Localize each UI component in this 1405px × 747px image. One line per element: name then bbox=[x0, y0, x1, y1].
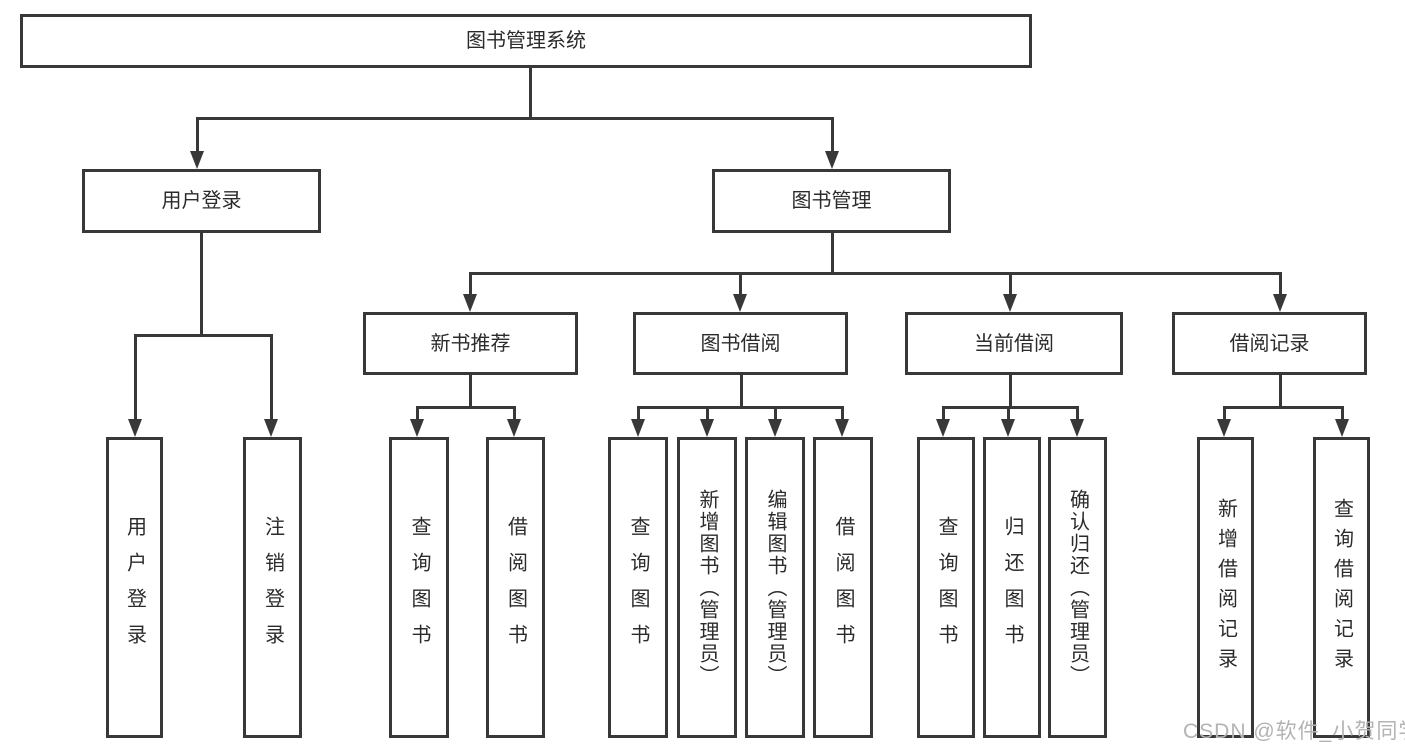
leaf-borrow-books: 借阅图书 bbox=[813, 437, 873, 738]
leaf-label: 查询借阅记录 bbox=[1330, 497, 1353, 678]
leaf-edit-books-admin: 编辑图书（管理员） bbox=[745, 437, 805, 738]
connector-stem bbox=[831, 117, 834, 151]
arrow-down-icon bbox=[631, 419, 645, 437]
node-label: 用户登录 bbox=[161, 190, 242, 212]
connector-branch bbox=[1223, 406, 1344, 409]
node-current-borrowing: 当前借阅 bbox=[905, 312, 1123, 375]
arrow-down-icon bbox=[463, 294, 477, 312]
leaf-add-borrow-record: 新增借阅记录 bbox=[1197, 437, 1254, 738]
connector-level3-branch bbox=[469, 272, 1282, 275]
connector-stem bbox=[1341, 406, 1344, 419]
arrow-down-icon bbox=[700, 419, 714, 437]
node-root-label: 图书管理系统 bbox=[466, 30, 586, 52]
connector-stem bbox=[196, 117, 199, 151]
leaf-label: 查询图书 bbox=[627, 515, 649, 660]
arrow-down-icon bbox=[825, 151, 839, 169]
arrow-down-icon bbox=[1273, 294, 1287, 312]
connector-stem bbox=[270, 334, 273, 419]
leaf-borrow-books: 借阅图书 bbox=[486, 437, 545, 738]
connector-stem bbox=[740, 375, 743, 407]
connector-stem bbox=[831, 233, 834, 274]
connector-stem bbox=[706, 406, 709, 419]
arrow-down-icon bbox=[507, 419, 521, 437]
connector-stem bbox=[739, 272, 742, 294]
connector-stem bbox=[200, 233, 203, 335]
connector-branch bbox=[637, 406, 844, 409]
connector-stem bbox=[469, 272, 472, 294]
connector-stem bbox=[841, 406, 844, 419]
node-root: 图书管理系统 bbox=[20, 14, 1032, 68]
leaf-label: 编辑图书（管理员） bbox=[764, 488, 786, 687]
leaf-query-books: 查询图书 bbox=[917, 437, 975, 738]
leaf-label: 新增借阅记录 bbox=[1214, 497, 1237, 678]
connector-stem bbox=[637, 406, 640, 419]
node-borrowing-record: 借阅记录 bbox=[1172, 312, 1367, 375]
connector-root-trunk bbox=[529, 68, 532, 118]
leaf-label: 新增图书（管理员） bbox=[696, 488, 718, 687]
leaf-query-borrow-record: 查询借阅记录 bbox=[1313, 437, 1370, 738]
node-label: 借阅记录 bbox=[1229, 332, 1310, 355]
arrow-down-icon bbox=[1070, 419, 1084, 437]
arrow-down-icon bbox=[1003, 294, 1017, 312]
connector-branch bbox=[942, 406, 1079, 409]
leaf-return-books: 归还图书 bbox=[983, 437, 1041, 738]
leaf-label: 借阅图书 bbox=[504, 515, 527, 660]
leaf-label: 查询图书 bbox=[408, 515, 430, 660]
node-book-management: 图书管理 bbox=[712, 169, 951, 233]
connector-stem bbox=[1279, 375, 1282, 407]
arrow-down-icon bbox=[835, 419, 849, 437]
node-label: 图书管理 bbox=[791, 190, 872, 212]
leaf-query-books: 查询图书 bbox=[608, 437, 668, 738]
leaf-label: 确认归还（管理员） bbox=[1066, 488, 1089, 687]
connector-stem bbox=[1009, 375, 1012, 407]
arrow-down-icon bbox=[733, 294, 747, 312]
connector-branch bbox=[416, 406, 516, 409]
arrow-down-icon bbox=[128, 419, 142, 437]
connector-stem bbox=[774, 406, 777, 419]
connector-stem bbox=[1076, 406, 1079, 419]
connector-level2-branch bbox=[196, 117, 834, 120]
leaf-label: 用户登录 bbox=[123, 515, 146, 660]
leaf-label: 归还图书 bbox=[1001, 515, 1023, 660]
arrow-down-icon bbox=[1335, 419, 1349, 437]
arrow-down-icon bbox=[1001, 419, 1015, 437]
connector-stem bbox=[1223, 406, 1226, 419]
node-label: 当前借阅 bbox=[974, 332, 1054, 355]
leaf-label: 注销登录 bbox=[261, 515, 284, 660]
connector-stem bbox=[134, 334, 137, 419]
node-new-book-recommend: 新书推荐 bbox=[363, 312, 578, 375]
arrow-down-icon bbox=[936, 419, 950, 437]
connector-stem bbox=[1007, 406, 1010, 419]
arrow-down-icon bbox=[1217, 419, 1231, 437]
leaf-confirm-return-admin: 确认归还（管理员） bbox=[1048, 437, 1107, 738]
leaf-add-books-admin: 新增图书（管理员） bbox=[677, 437, 737, 738]
leaf-label: 借阅图书 bbox=[832, 515, 854, 660]
arrow-down-icon bbox=[264, 419, 278, 437]
connector-branch bbox=[134, 334, 273, 337]
connector-stem bbox=[416, 406, 419, 419]
arrow-down-icon bbox=[768, 419, 782, 437]
leaf-label: 查询图书 bbox=[935, 515, 957, 660]
connector-stem bbox=[1009, 272, 1012, 294]
leaf-user-login: 用户登录 bbox=[106, 437, 163, 738]
node-book-borrowing: 图书借阅 bbox=[633, 312, 848, 375]
node-label: 新书推荐 bbox=[430, 332, 511, 355]
leaf-query-books: 查询图书 bbox=[389, 437, 449, 738]
csdn-watermark: CSDN @软件_小贺同学 bbox=[1183, 720, 1405, 743]
connector-stem bbox=[942, 406, 945, 419]
connector-stem bbox=[1279, 272, 1282, 294]
leaf-logout: 注销登录 bbox=[243, 437, 302, 738]
connector-stem bbox=[513, 406, 516, 419]
arrow-down-icon bbox=[190, 151, 204, 169]
connector-stem bbox=[469, 375, 472, 407]
node-label: 图书借阅 bbox=[700, 332, 781, 355]
node-user-login: 用户登录 bbox=[82, 169, 321, 233]
arrow-down-icon bbox=[410, 419, 424, 437]
